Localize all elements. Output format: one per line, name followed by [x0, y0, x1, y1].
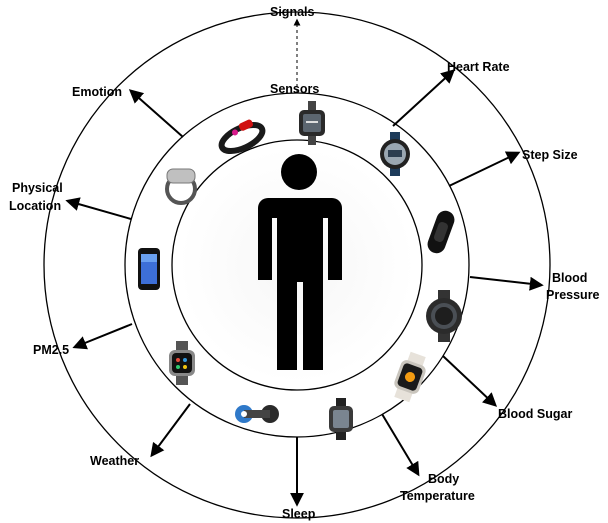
label-blood-pressure-line1: Blood: [552, 271, 587, 285]
device-apple-watch-classic-icon: [169, 341, 195, 385]
device-wristband-strap-icon: [218, 119, 266, 154]
label-physical-location-line1: Physical: [12, 181, 63, 195]
label-heart-rate: Heart Rate: [447, 60, 510, 74]
arrow-physical-location: [65, 197, 132, 220]
arrow-pm25: [72, 323, 133, 350]
device-fitness-band-icon: [427, 210, 455, 254]
device-smartphone-icon: [138, 248, 160, 290]
arrow-blood-pressure: [469, 276, 544, 291]
signals-title: Signals: [270, 5, 315, 19]
label-pm25: PM2.5: [33, 343, 69, 357]
device-smartwatch-square-icon: [299, 101, 325, 145]
person-icon: [258, 154, 342, 370]
label-sleep: Sleep: [282, 507, 316, 521]
label-body-temperature-line2: Temperature: [400, 489, 475, 503]
label-body-temperature-line1: Body: [428, 472, 459, 486]
device-ring-tracker-icon: [165, 168, 197, 205]
arrow-weather: [150, 403, 191, 458]
label-weather: Weather: [90, 454, 139, 468]
inner-ring: [171, 139, 423, 391]
arrow-body-temperature: [381, 413, 420, 477]
signal-arrows: [65, 69, 544, 507]
arrow-emotion: [128, 89, 184, 138]
device-square-watch-icon: [329, 398, 353, 440]
arrow-blood-sugar: [442, 355, 498, 407]
device-sport-watch-icon: [380, 132, 410, 176]
outer-ring: [43, 11, 551, 519]
sensors-title: Sensors: [270, 82, 319, 96]
label-blood-pressure-line2: Pressure: [546, 288, 600, 302]
label-blood-sugar: Blood Sugar: [498, 407, 572, 421]
label-emotion: Emotion: [72, 85, 122, 99]
label-step-size: Step Size: [522, 148, 578, 162]
arrow-heart-rate: [392, 69, 456, 127]
device-clip-tracker-icon: [235, 405, 279, 423]
device-apple-watch-icon: [394, 351, 426, 403]
device-round-smartwatch-icon: [426, 290, 462, 342]
label-physical-location-line2: Location: [9, 199, 61, 213]
arrow-step-size: [448, 151, 521, 187]
